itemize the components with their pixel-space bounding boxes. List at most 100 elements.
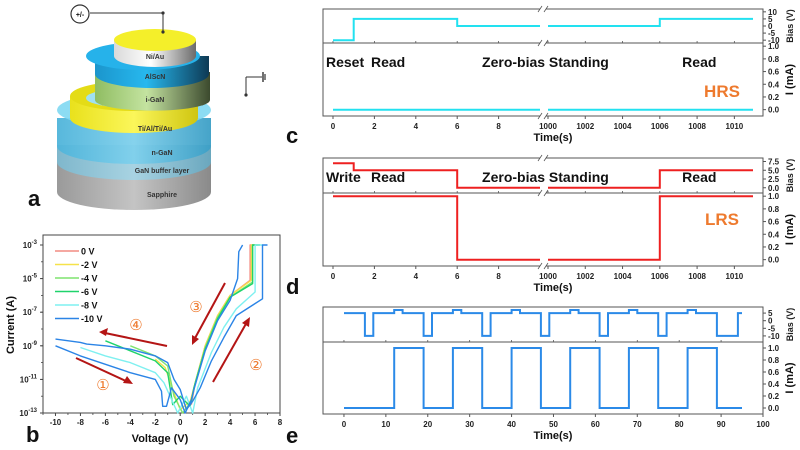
x-tick-label: 1000 [539, 272, 557, 281]
x-tick-label: 1010 [725, 272, 743, 281]
phase-label: Write [326, 169, 361, 185]
x-tick-label: 4 [228, 418, 233, 427]
device-schematic: +/- Ni/Au AlScN i-GaN Ti/Al/Ti/Au n-GaN … [28, 4, 266, 211]
state-label: LRS [705, 210, 739, 229]
layer-label-gan-buffer: GaN buffer layer [135, 168, 190, 175]
y-tick-label: 10-9 [23, 341, 38, 351]
axis-break-gap [540, 6, 546, 12]
y-tick-label: 0.8 [768, 205, 780, 214]
x-tick-label: -8 [77, 418, 85, 427]
legend-label: -10 V [81, 314, 103, 324]
y-tick-label: -5 [768, 324, 776, 333]
x-tick-label: 1002 [576, 122, 594, 131]
state-label: HRS [704, 82, 740, 101]
x-tick-label: 0 [331, 272, 336, 281]
x-tick-label: 6 [455, 122, 460, 131]
phase-label: Zero-bias Standing [482, 169, 609, 185]
axis-break-mark [537, 262, 543, 270]
x-tick-label: 50 [549, 420, 558, 429]
layer-label-n-gan: n-GaN [152, 150, 173, 157]
phase-label: Read [371, 169, 405, 185]
arrow-step-2 [212, 321, 248, 383]
y-tick-label: 0.4 [768, 230, 780, 239]
arrowhead-step-2 [242, 317, 250, 327]
axis-break-gap [540, 155, 546, 161]
phase-label: Read [371, 54, 405, 70]
y-tick-label: 10-13 [19, 408, 37, 418]
iv-curve--10-v-reverse-sweep [55, 244, 244, 414]
x-axis-label: Voltage (V) [132, 433, 189, 445]
x-tick-label: 1000 [539, 122, 557, 131]
current-trace [548, 195, 753, 261]
ground-icon [244, 72, 266, 97]
current-axis-label: I (mA) [784, 64, 796, 96]
y-tick-label: 10-11 [20, 374, 38, 384]
x-tick-label: 100 [756, 420, 770, 429]
axis-break-mark [537, 112, 543, 120]
phase-label: Read [682, 169, 716, 185]
panel-letter-c: c [286, 123, 298, 148]
axis-break-mark [543, 5, 549, 13]
x-tick-label: 60 [591, 420, 600, 429]
arrowhead-step-1 [123, 376, 133, 384]
x-tick-label: 1004 [614, 122, 632, 131]
x-tick-label: 30 [465, 420, 474, 429]
phase-label: Zero-bias Standing [482, 54, 609, 70]
layer-label-ni-au: Ni/Au [146, 54, 164, 61]
x-tick-label: 4 [414, 272, 419, 281]
bias-axis-label: Bias (V) [785, 159, 795, 193]
y-tick-label: -10 [768, 332, 780, 341]
x-tick-label: -2 [152, 418, 160, 427]
y-tick-label: 1.0 [768, 192, 780, 201]
x-tick-label: 1008 [688, 122, 706, 131]
plot-frame [42, 234, 281, 414]
plot-frame [322, 306, 764, 415]
voltage-source-icon: +/- [70, 4, 90, 24]
legend-label: -2 V [81, 260, 98, 270]
x-tick-label: 90 [717, 420, 726, 429]
x-axis-label: Time(s) [534, 282, 573, 294]
x-tick-label: 0 [342, 420, 347, 429]
current-trace [344, 347, 742, 409]
y-tick-label: 0.6 [768, 368, 780, 377]
legend: 0 V-2 V-4 V-6 V-8 V-10 V [55, 247, 103, 324]
axis-break-mark [543, 262, 549, 270]
y-tick-label: 0.0 [768, 106, 780, 115]
axis-break-mark [543, 112, 549, 120]
axis-break-mark [537, 5, 543, 13]
x-tick-label: 20 [423, 420, 432, 429]
y-tick-label: 0.2 [768, 392, 780, 401]
x-tick-label: 0 [331, 122, 336, 131]
y-axis-label: Current (A) [5, 296, 17, 354]
bias-trace [333, 162, 540, 189]
axis-break-gap [540, 40, 546, 46]
y-tick-label: 1.0 [768, 344, 780, 353]
panel-letter-a: a [28, 186, 41, 211]
x-tick-label: 40 [507, 420, 516, 429]
x-tick-label: 2 [203, 418, 208, 427]
bias-axis-label: Bias (V) [785, 308, 795, 342]
bias-trace [548, 169, 753, 189]
y-tick-label: 5 [768, 309, 773, 318]
y-tick-label: 5.0 [768, 166, 780, 175]
y-tick-label: 0.6 [768, 218, 780, 227]
x-tick-label: 70 [633, 420, 642, 429]
layer-label-alscn: AlScN [145, 74, 166, 81]
legend-label: 0 V [81, 247, 95, 257]
y-tick-label: 5 [768, 15, 773, 24]
y-tick-label: 10-3 [23, 240, 38, 250]
x-tick-label: 80 [675, 420, 684, 429]
arrow-step-1 [75, 357, 129, 383]
current-axis-label: I (mA) [784, 362, 796, 394]
y-tick-label: 0.0 [768, 184, 780, 193]
current-axis-label: I (mA) [784, 214, 796, 246]
x-tick-label: 1006 [651, 272, 669, 281]
x-tick-label: -4 [127, 418, 135, 427]
x-tick-label: 1002 [576, 272, 594, 281]
axis-break-gap [540, 263, 546, 269]
arrowhead-step-4 [99, 328, 108, 336]
legend-label: -4 V [81, 274, 98, 284]
axis-break-gap [540, 113, 546, 119]
x-tick-label: 1006 [651, 122, 669, 131]
